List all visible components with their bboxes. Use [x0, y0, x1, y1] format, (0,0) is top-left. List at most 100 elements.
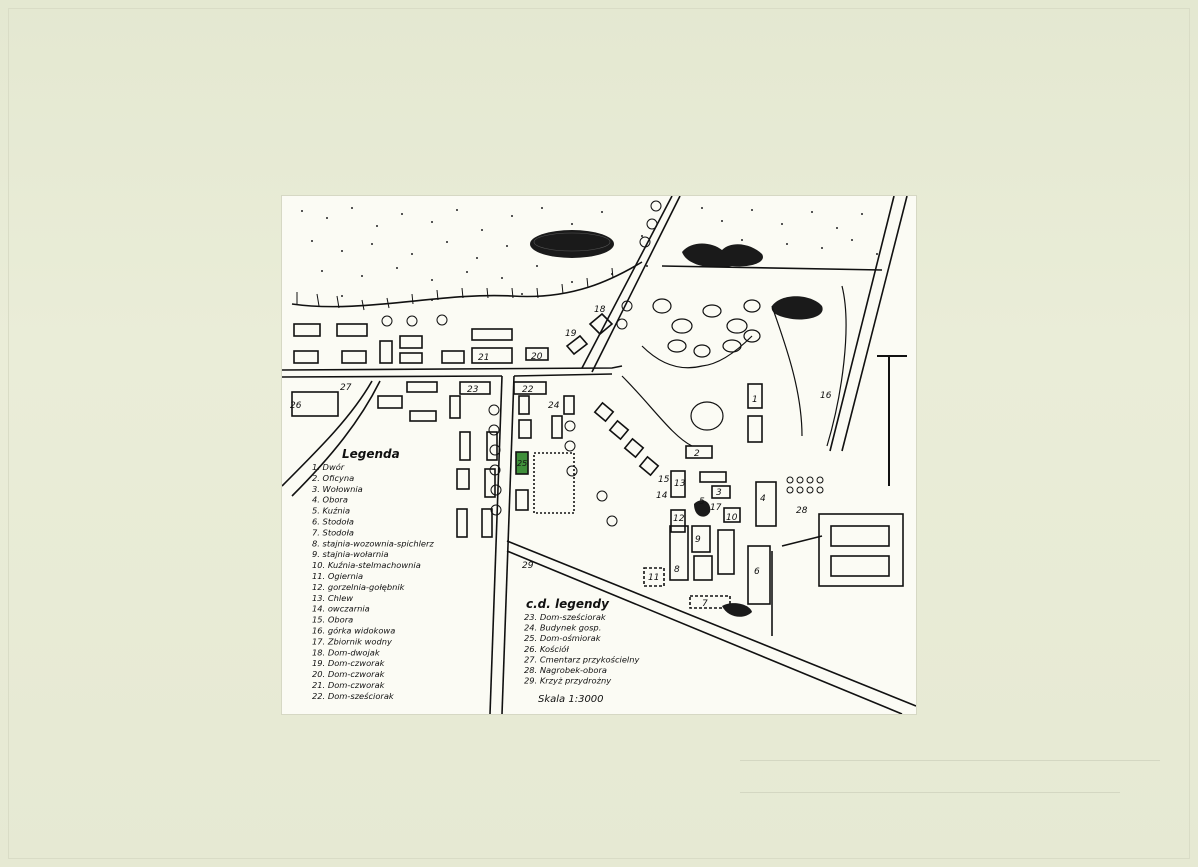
building-23 — [459, 381, 491, 395]
legend-item: 21. Dom-czworak — [312, 680, 386, 690]
building-2 — [685, 445, 713, 459]
legend-item: 16. górka widokowa — [312, 626, 395, 636]
main-road-edge — [282, 375, 503, 378]
scale-label: Skala 1:3000 — [538, 694, 604, 705]
building-6 — [747, 545, 771, 605]
legend-item: 11. Ogiernia — [312, 571, 363, 581]
map-numbers: 1 2 3 4 5 6 7 8 9 10 11 12 13 14 15 16 1… — [290, 305, 832, 609]
label-9: 9 — [695, 535, 701, 545]
legend-item: 28. Nagrobek-obora — [524, 665, 607, 675]
north-road-edge — [591, 196, 681, 373]
west-road-edge — [291, 380, 381, 497]
legend-item: 9. stajnia-wołarnia — [312, 549, 389, 559]
legend-item: 6. Stodoła — [312, 517, 354, 527]
building-20 — [525, 347, 549, 361]
legend-item: 22. Dom-sześciorak — [312, 691, 395, 701]
building-22 — [513, 381, 547, 395]
estate-map: 1 2 3 4 5 6 7 8 9 10 11 12 13 14 15 16 1… — [282, 196, 916, 714]
building-11 — [643, 567, 665, 587]
legend-item: 14. owczarnia — [312, 604, 370, 614]
pond-north — [530, 230, 614, 258]
building-8 — [669, 525, 689, 581]
label-26: 26 — [290, 401, 302, 411]
legend-item: 26. Kościół — [524, 644, 569, 654]
label-25: 25 — [517, 459, 527, 468]
legend-item: 24. Budynek gosp. — [524, 623, 601, 633]
legend-item: 23. Dom-sześciorak — [524, 612, 607, 622]
label-7: 7 — [702, 599, 708, 609]
building-12 — [670, 509, 686, 533]
legend-item: 1. Dwór — [312, 462, 345, 472]
pond-yard — [694, 500, 711, 517]
legend-item: 10. Kuźnia-stelmachownia — [312, 560, 421, 570]
label-6: 6 — [754, 567, 760, 577]
legend-item: 12. gorzelnia-gołębnik — [312, 582, 406, 592]
building-7 — [689, 595, 731, 609]
west-road — [282, 380, 373, 487]
label-24: 24 — [548, 401, 560, 411]
building-19 — [565, 334, 589, 356]
label-29: 29 — [522, 561, 534, 571]
southeast-road — [506, 540, 916, 707]
legend-item: 29. Krzyż przydrożny — [524, 676, 611, 686]
label-14: 14 — [656, 491, 668, 501]
woodland-south — [722, 603, 752, 617]
label-23: 23 — [467, 385, 479, 395]
legend-item: 3. Wołownia — [312, 484, 363, 494]
east-road — [841, 196, 908, 452]
label-13: 13 — [674, 479, 686, 489]
roadside-trees — [381, 200, 824, 527]
legend-item: 2. Oficyna — [312, 473, 354, 483]
label-4: 4 — [760, 494, 766, 504]
paper-crease — [740, 792, 1120, 793]
dark-woodland — [682, 243, 763, 268]
label-17: 17 — [710, 503, 722, 513]
park-boundary-road — [661, 265, 883, 271]
legend-item: 25. Dom-ośmiorak — [524, 633, 602, 643]
south-road — [489, 375, 503, 714]
label-27: 27 — [340, 383, 352, 393]
label-1: 1 — [752, 395, 758, 405]
field-boundary — [291, 261, 643, 308]
field-ticks — [296, 267, 614, 311]
label-19: 19 — [565, 329, 577, 339]
label-20: 20 — [531, 352, 543, 362]
legend-item: 18. Dom-dwojak — [312, 647, 381, 657]
north-arrow — [877, 355, 907, 486]
main-road — [282, 365, 623, 371]
building-25-highlight — [515, 451, 529, 475]
legend-item: 7. Stodoła — [312, 527, 354, 537]
buildings — [291, 312, 904, 617]
legend-item: 27. Cmentarz przykościelny — [524, 654, 639, 664]
label-28: 28 — [796, 506, 808, 516]
building-1 — [747, 383, 763, 409]
building-13 — [711, 485, 731, 499]
legend-item: 13. Chlew — [312, 593, 353, 603]
building-10 — [723, 507, 741, 523]
building-21 — [471, 347, 513, 364]
sheet-border — [8, 8, 1190, 859]
label-11: 11 — [648, 573, 659, 583]
label-12: 12 — [673, 514, 685, 524]
main-road-edge — [513, 373, 613, 377]
map-sheet: 1 2 3 4 5 6 7 8 9 10 11 12 13 14 15 16 1… — [281, 195, 917, 715]
building-18 — [588, 312, 614, 336]
paper-crease — [740, 760, 1160, 761]
label-15: 15 — [658, 475, 670, 485]
north-road — [581, 196, 673, 369]
legend-item: 8. stajnia-wozownia-spichlerz — [312, 538, 434, 548]
label-16: 16 — [820, 391, 832, 401]
label-21: 21 — [478, 353, 489, 363]
south-road-edge — [501, 375, 515, 714]
label-8: 8 — [674, 565, 680, 575]
lane — [781, 535, 823, 547]
legend-item: 17. Zbiornik wodny — [312, 636, 392, 646]
legend-cont-title: c.d. legendy — [526, 597, 610, 611]
label-5: 5 — [699, 497, 705, 507]
fields-enclosure — [818, 513, 904, 587]
building-9 — [691, 525, 711, 553]
